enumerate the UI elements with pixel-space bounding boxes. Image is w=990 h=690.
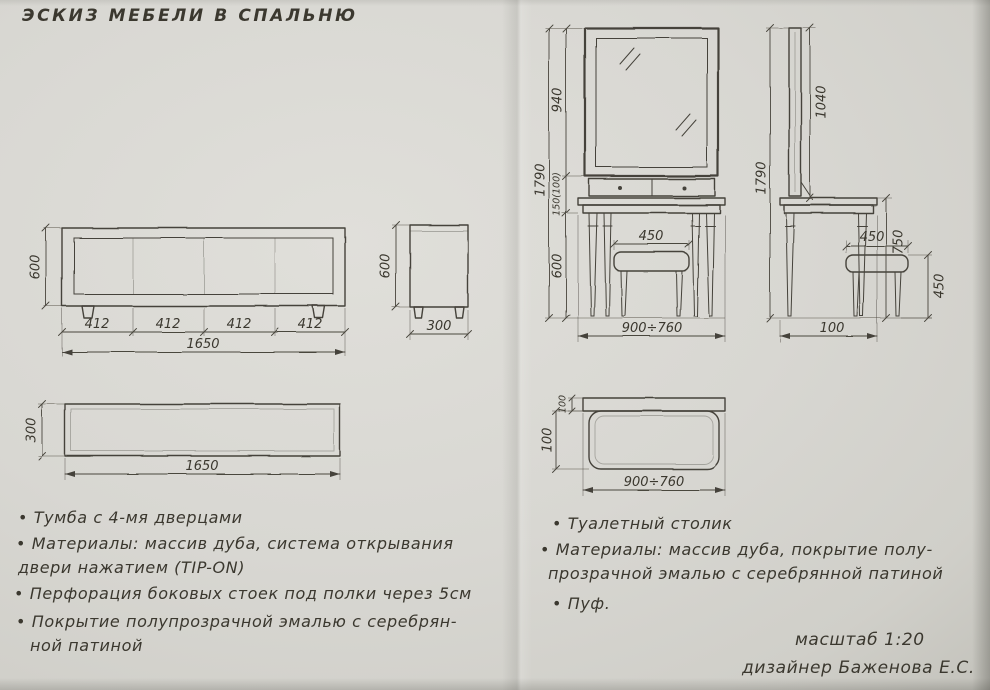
dim-cabinet-front-seg2: 412	[156, 317, 181, 332]
dim-table-top-width: 900÷760	[624, 475, 685, 490]
note-table-materials: • Материалы: массив дуба, покрытие полу-	[540, 540, 933, 559]
dim-table-front-mirror-height: 940	[551, 88, 566, 113]
dim-cabinet-front-seg1: 412	[85, 317, 110, 332]
dimension-labels: 600 412 412 412 412 1650 600 300 300 165…	[25, 85, 948, 490]
cabinet-top-view	[38, 400, 341, 480]
note-cabinet-materials-cont: двери нажатием (TIP-ON)	[18, 558, 246, 577]
dim-cabinet-front-height: 600	[29, 255, 44, 280]
dim-cabinet-front-seg3: 412	[227, 317, 252, 332]
page-title: ЭСКИЗ МЕБЕЛИ В СПАЛЬНЮ	[22, 6, 358, 26]
designer-note: дизайнер Баженова Е.С.	[742, 658, 975, 678]
scale-note: масштаб 1:20	[795, 630, 925, 650]
note-cabinet-finish: • Покрытие полупрозрачной эмалью с сереб…	[16, 612, 458, 631]
note-cabinet-finish-cont: ной патиной	[30, 636, 143, 655]
dim-table-front-width: 900÷760	[622, 321, 683, 336]
dim-table-side-stool-width: 450	[860, 230, 885, 245]
dim-table-front-leg-height: 600	[551, 254, 566, 279]
note-cabinet-perforation: • Перфорация боковых стоек под полки чер…	[14, 584, 472, 603]
dim-cabinet-top-width: 1650	[185, 459, 218, 474]
table-front-view	[545, 24, 726, 342]
note-table-materials-cont: прозрачной эмалью с серебрянной патиной	[548, 564, 944, 583]
dim-cabinet-side-height: 600	[379, 254, 394, 279]
dim-cabinet-front-total: 1650	[186, 337, 219, 352]
dim-table-top-band-depth: 100	[558, 395, 569, 413]
dim-table-front-stool-width: 450	[639, 229, 664, 244]
dim-table-side-upper-height: 1040	[815, 85, 830, 118]
cabinet-side-view	[392, 221, 472, 340]
dim-table-side-stool-height: 450	[933, 274, 948, 299]
dim-table-side-depth: 100	[820, 321, 845, 336]
note-cabinet-materials: • Материалы: массив дуба, система открыв…	[16, 534, 454, 553]
dim-table-side-total-height: 1790	[755, 161, 770, 194]
table-side-view	[766, 24, 932, 342]
dim-cabinet-side-depth: 300	[427, 319, 452, 334]
cabinet-front-view	[42, 224, 349, 356]
dim-table-top-depth: 100	[541, 428, 556, 453]
dim-table-front-total-height: 1790	[534, 163, 549, 196]
note-table-name: • Туалетный столик	[552, 514, 733, 533]
dim-table-front-apron-height: 150(100)	[552, 172, 563, 216]
dim-cabinet-front-seg4: 412	[298, 317, 323, 332]
table-top-view	[552, 394, 726, 496]
dim-cabinet-top-depth: 300	[25, 418, 40, 443]
dim-table-side-table-height: 750	[892, 230, 907, 255]
note-stool-name: • Пуф.	[552, 594, 611, 613]
note-cabinet-name: • Тумба с 4-мя дверцами	[18, 508, 243, 527]
